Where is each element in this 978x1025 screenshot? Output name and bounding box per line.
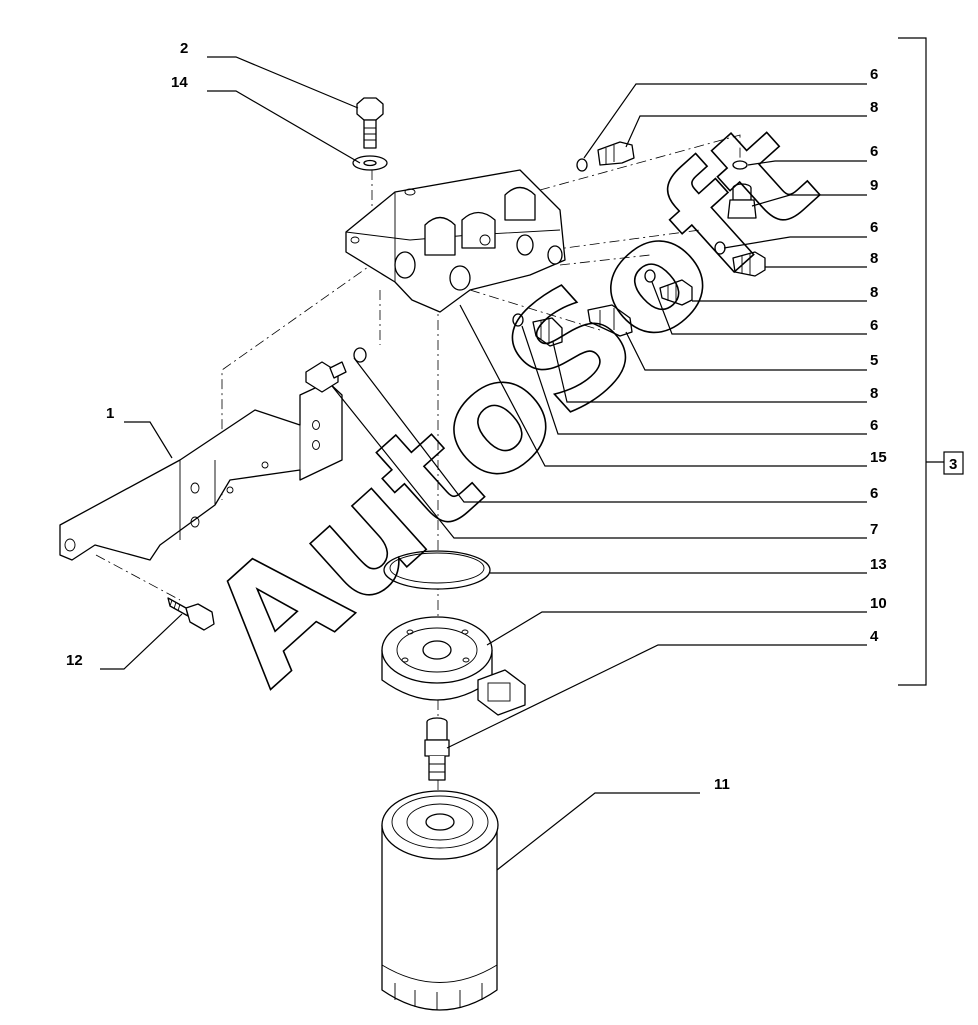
callout-1: 1 [106, 405, 114, 422]
callout-8-a: 8 [870, 99, 878, 116]
fitting-part-8-c [532, 317, 563, 347]
callout-11: 11 [714, 776, 730, 793]
plug-part-7 [305, 361, 347, 393]
callout-2: 2 [180, 40, 188, 57]
callout-6-c: 6 [870, 219, 878, 236]
filter-head-body [345, 169, 566, 313]
callout-labels: 2 14 1 12 11 6 8 6 9 6 8 8 6 5 8 6 15 6 … [66, 40, 957, 793]
callout-6-e: 6 [870, 417, 878, 434]
callout-6-d: 6 [870, 317, 878, 334]
callout-15: 15 [870, 449, 887, 466]
filter-cartridge-part-11 [381, 790, 499, 1011]
mounting-bracket-part-1 [59, 381, 343, 561]
group-bracket [898, 37, 964, 686]
o-ring-seal [353, 347, 367, 363]
callout-7: 7 [870, 521, 878, 538]
fitting-part-8-top [597, 141, 635, 166]
fitting-part-8-b [659, 279, 693, 306]
sensor-part-5 [587, 304, 633, 337]
nipple-part-4 [424, 717, 450, 781]
fitting-part-9 [727, 183, 757, 219]
seal-ring-part-13 [383, 550, 491, 590]
callout-6-a: 6 [870, 66, 878, 83]
callout-13: 13 [870, 556, 887, 573]
fitting-part-8-a [732, 251, 766, 277]
callout-12: 12 [66, 652, 83, 669]
callout-8-d: 8 [870, 385, 878, 402]
callout-5: 5 [870, 352, 878, 369]
callout-4: 4 [870, 628, 879, 645]
callout-9: 9 [870, 177, 878, 194]
adapter-part-10 [381, 616, 526, 716]
washer-part-14 [352, 155, 388, 171]
bolt-part-12 [167, 597, 215, 631]
callout-14: 14 [171, 74, 188, 91]
bolt-part-2 [356, 97, 384, 149]
leader-lines [100, 56, 867, 871]
callout-10: 10 [870, 595, 887, 612]
callout-6-f: 6 [870, 485, 878, 502]
callout-8-b: 8 [870, 250, 878, 267]
callout-6-b: 6 [870, 143, 878, 160]
callout-8-c: 8 [870, 284, 878, 301]
o-rings-right [512, 158, 748, 327]
group-label-3: 3 [949, 456, 957, 473]
